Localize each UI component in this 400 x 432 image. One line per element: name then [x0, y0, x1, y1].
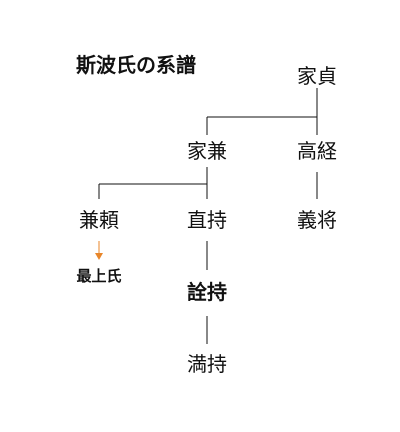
node-takatsune: 高経 [297, 139, 337, 163]
node-yoshimasa: 義将 [297, 208, 337, 232]
node-iesada: 家貞 [297, 64, 337, 88]
node-mitsumochi: 満持 [187, 352, 227, 376]
arrow-to-mogami [95, 241, 103, 260]
diagram-title: 斯波氏の系譜 [76, 53, 196, 77]
node-kaneyasu: 家兼 [187, 139, 227, 163]
branch-label-mogami: 最上氏 [76, 267, 122, 285]
node-naomochi: 直持 [187, 208, 227, 232]
node-kaneyori: 兼頼 [79, 208, 119, 232]
node-akimochi: 詮持 [187, 280, 227, 304]
